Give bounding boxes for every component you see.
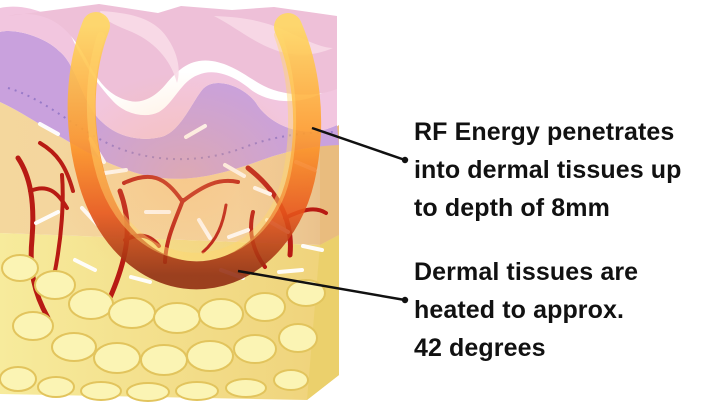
fat-cells	[0, 254, 326, 402]
annotation-2-line-1: Dermal tissues are	[414, 258, 639, 286]
leader-dot-1	[401, 156, 409, 164]
rf-energy-inner	[86, 31, 297, 261]
surface-highlight	[100, 11, 179, 83]
annotation-1-line-3: to depth of 8mm	[414, 194, 610, 222]
dermis-right-face	[320, 125, 339, 245]
fat-right-face	[307, 235, 339, 400]
leader-line-1	[311, 126, 406, 162]
annotation-1-line-1: RF Energy penetrates	[414, 118, 675, 146]
annotation-dermal-heating: Dermal tissues are heated to approx. 42 …	[414, 253, 714, 367]
rf-energy-field	[55, 12, 322, 290]
leader-line-2	[237, 269, 406, 302]
annotation-2-line-2: heated to approx.	[414, 296, 625, 324]
leader-dot-2	[401, 296, 409, 304]
rf-energy-arc	[67, 12, 322, 290]
annotation-2-line-3: 42 degrees	[414, 334, 546, 362]
annotation-rf-penetration: RF Energy penetrates into dermal tissues…	[414, 113, 714, 227]
annotation-1-line-2: into dermal tissues up	[414, 156, 682, 184]
epidermis-dotted-line	[7, 87, 334, 161]
annotation-leaders	[237, 126, 409, 304]
